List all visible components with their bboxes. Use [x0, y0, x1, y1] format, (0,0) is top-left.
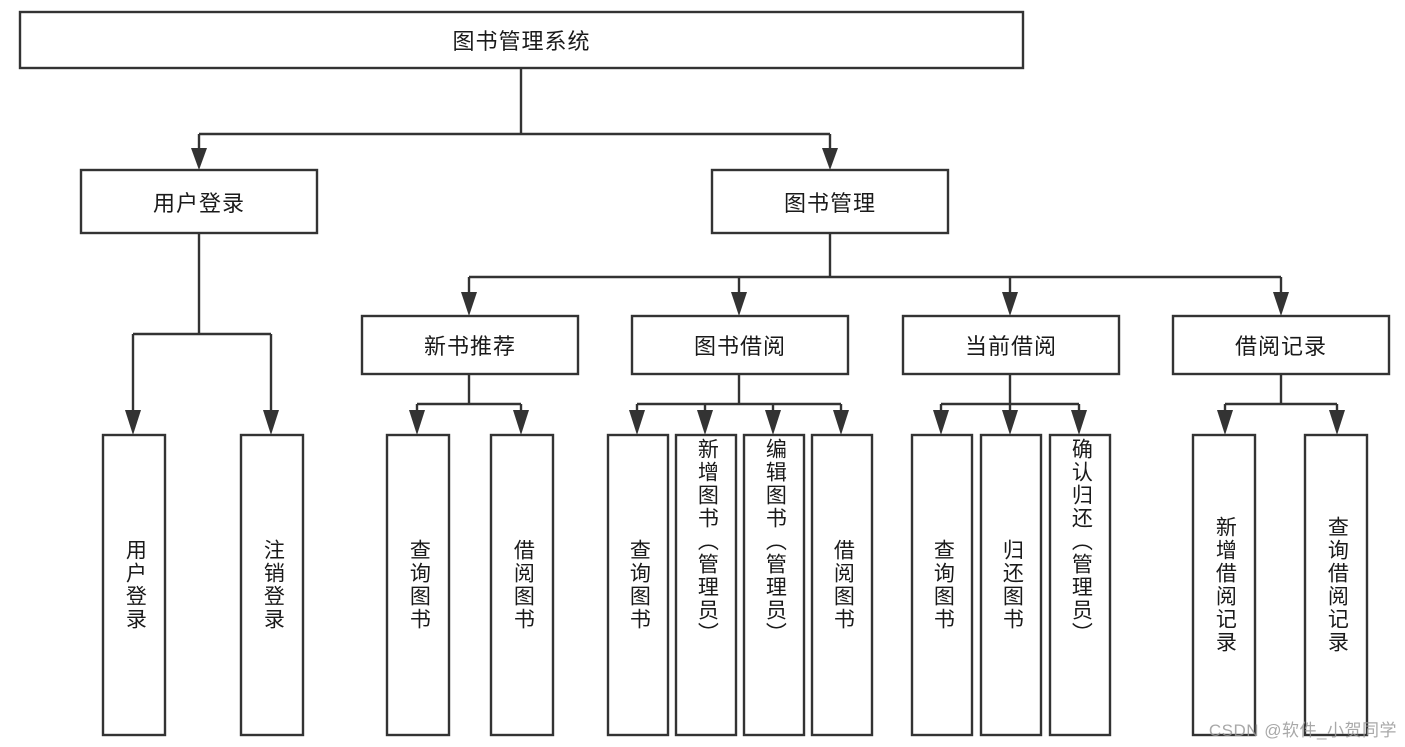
watermark: CSDN @软件_小贺同学	[1208, 721, 1397, 740]
arrow-head-icon	[513, 410, 529, 435]
node-box-leaf[interactable]	[385, 433, 451, 737]
node-box-leaf[interactable]	[101, 433, 167, 737]
node-box-leaf[interactable]	[742, 433, 806, 737]
node-box-leaf[interactable]	[979, 433, 1043, 737]
arrow-head-icon	[933, 410, 949, 435]
node-box-layer	[18, 10, 1391, 737]
arrow-head-icon	[1273, 292, 1289, 316]
node-box-leaf[interactable]	[606, 433, 670, 737]
arrow-head-icon	[1071, 410, 1087, 435]
node-box-new-book-recommend[interactable]	[360, 314, 580, 376]
node-box-current-borrow[interactable]	[901, 314, 1121, 376]
node-box-leaf[interactable]	[674, 433, 738, 737]
arrow-head-icon	[822, 148, 838, 170]
arrow-head-icon	[191, 148, 207, 170]
arrow-head-icon	[765, 410, 781, 435]
arrow-head-icon	[731, 292, 747, 316]
node-box-leaf[interactable]	[910, 433, 974, 737]
arrow-head-icon	[1329, 410, 1345, 435]
arrow-head-icon	[461, 292, 477, 316]
node-box-book-management[interactable]	[710, 168, 950, 235]
arrow-head-icon	[125, 410, 141, 435]
node-box-leaf[interactable]	[1303, 433, 1369, 737]
node-box-leaf[interactable]	[810, 433, 874, 737]
node-box-user-login[interactable]	[79, 168, 319, 235]
arrow-head-icon	[1002, 410, 1018, 435]
arrow-head-icon	[629, 410, 645, 435]
node-box-leaf[interactable]	[1048, 433, 1112, 737]
node-box-borrow-record[interactable]	[1171, 314, 1391, 376]
arrow-head-icon	[409, 410, 425, 435]
connector-layer	[125, 68, 1345, 435]
node-box-leaf[interactable]	[489, 433, 555, 737]
node-box-book-borrow[interactable]	[630, 314, 850, 376]
arrow-head-icon	[697, 410, 713, 435]
node-box-root[interactable]	[18, 10, 1025, 70]
arrow-head-icon	[263, 410, 279, 435]
node-box-leaf[interactable]	[1191, 433, 1257, 737]
arrow-head-icon	[833, 410, 849, 435]
node-box-leaf[interactable]	[239, 433, 305, 737]
arrow-head-icon	[1217, 410, 1233, 435]
arrow-head-icon	[1002, 292, 1018, 316]
